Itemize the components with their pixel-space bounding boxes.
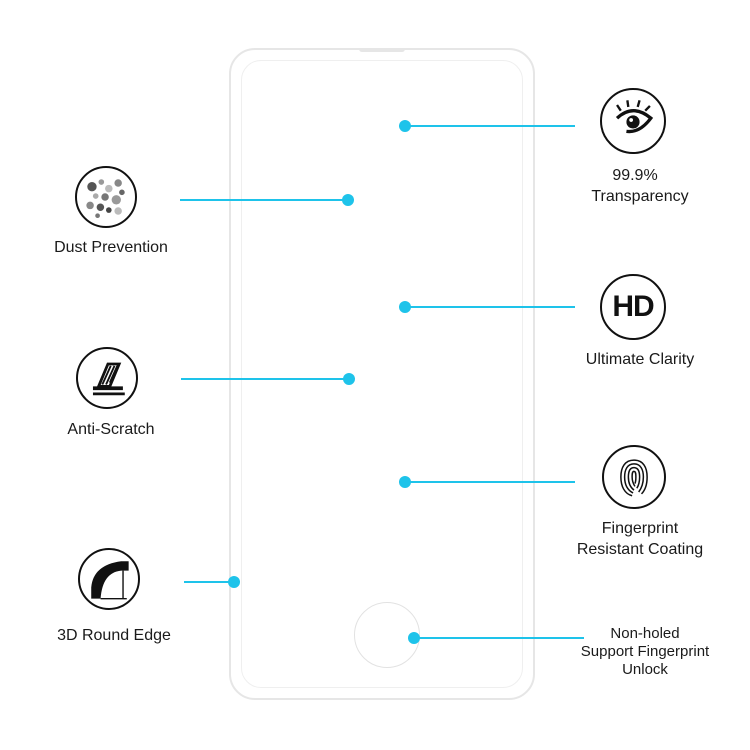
transparency-value: 99.9% [612,167,658,184]
callout-line-round-edge [184,581,234,583]
non-holed-line1: Non-holed [610,625,680,642]
round-edge-label: 3D Round Edge [57,627,171,644]
anti-scratch-label: Anti-Scratch [67,421,155,438]
clarity-label: Ultimate Clarity [585,351,695,368]
callout-dot-dust [342,194,354,206]
callout-line-fingerprint [405,481,575,483]
dust-icon [75,166,137,228]
non-holed-line2: Support Fingerprint [580,643,710,660]
callout-dot-non-holed [408,632,420,644]
callout-line-non-holed [414,637,584,639]
callout-line-transparency [405,125,575,127]
fingerprint-label-line2: Resistant Coating [576,541,704,558]
callout-dot-round-edge [228,576,240,588]
hd-badge-text: HD [612,290,654,323]
dust-prevention-label: Dust Prevention [54,239,168,256]
non-holed-line3: Unlock [622,661,668,678]
callout-dot-fingerprint [399,476,411,488]
eye-icon [600,88,666,154]
callout-line-clarity [405,306,575,308]
transparency-label: Transparency [591,188,689,205]
callout-dot-clarity [399,301,411,313]
scratch-icon [76,347,138,409]
round-edge-icon [78,548,140,610]
screen-area [241,60,523,688]
callout-line-dust [180,199,348,201]
earpiece-notch [359,49,405,52]
callout-dot-scratch [343,373,355,385]
phone-screen-protector [229,48,535,700]
fingerprint-label-line1: Fingerprint [601,520,679,537]
callout-dot-transparency [399,120,411,132]
fingerprint-icon [602,445,666,509]
hd-icon: HD [600,274,666,340]
callout-line-scratch [181,378,349,380]
